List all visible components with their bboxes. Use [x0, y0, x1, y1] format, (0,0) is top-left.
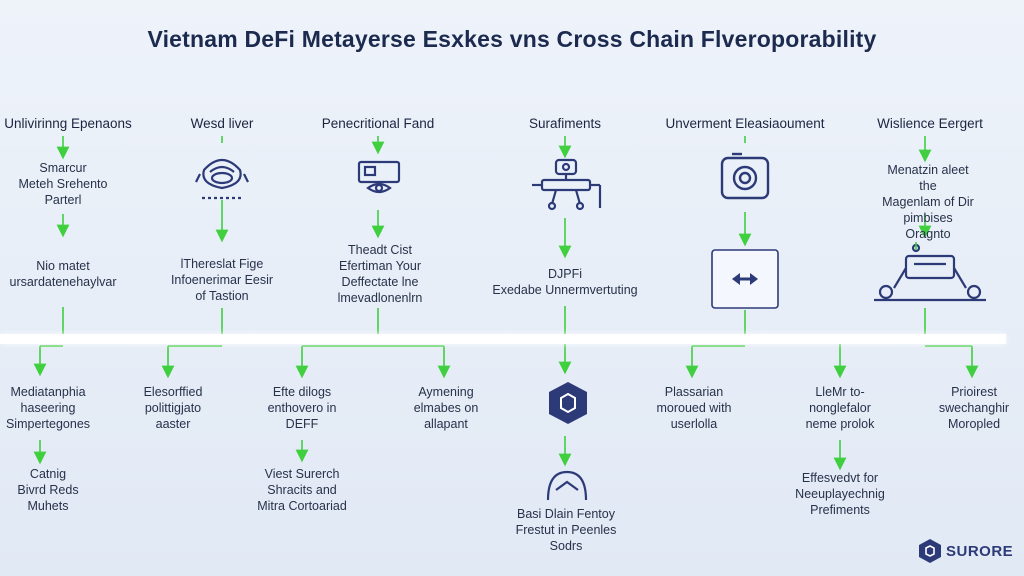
arch-icon	[546, 470, 588, 501]
bottom-item-3b: Viest Surerch Shracits and Mitra Cortoar…	[257, 467, 347, 513]
col4-desc: DJPFi Exedabe Unnermvertuting	[492, 267, 638, 297]
bottom-item-7b: Effesvedvt for Neeuplayechnig Prefiments	[795, 471, 885, 517]
network-node-icon	[874, 242, 986, 302]
col2-desc: lThereslat Fige Infoenerimar Eesir of Ta…	[170, 257, 274, 303]
header-col-6: Wislience Eergert	[877, 116, 983, 131]
bottom-item-1b: Catnig Bivrd Reds Muhets	[17, 467, 79, 513]
col1-desc-top: Smarcur Meteh Srehento Parterl	[18, 161, 108, 207]
brand-name: SURORE	[946, 542, 1014, 560]
header-col-3: Penecritional Fand	[321, 116, 435, 131]
header-col-5: Unverment Eleasiaoument	[665, 116, 825, 131]
col3-desc: Theadt Cist Efertiman Your Deffectate ln…	[337, 243, 423, 305]
brand-logo: SURORE	[918, 538, 1013, 564]
col6-desc: Menatzin aleet the Magenlam of Dir pimbi…	[882, 163, 974, 241]
camera-icon	[720, 152, 770, 200]
timeline-band	[0, 334, 1006, 344]
bottom-item-8: Prioirest swechanghir Moropled	[938, 385, 1010, 431]
bottom-item-6: Plassarian moroued with userlolla	[656, 385, 732, 431]
header-col-4: Surafiments	[528, 116, 602, 131]
wallet-icon	[357, 160, 401, 194]
robot-arm-icon	[532, 158, 602, 211]
bottom-item-2: Elesorffied polittigjato aaster	[143, 385, 203, 431]
page-title: Vietnam DeFi Metayerse Esxkes vns Cross …	[147, 26, 877, 52]
header-col-2: Wesd liver	[190, 116, 254, 131]
exchange-panel-icon	[711, 249, 779, 309]
header-col-1: Unlivirinng Epenaons	[4, 116, 132, 131]
bottom-item-5: Basi Dlain Fentoy Frestut in Peenles Sod…	[515, 507, 617, 553]
bottom-item-1: Mediatanphia haseering Simpertegones	[5, 385, 91, 431]
hexagon-chain-icon	[549, 382, 587, 424]
bottom-item-7: LleMr to- nonglefalor neme prolok	[805, 385, 875, 431]
bottom-item-3: Efte dilogs enthovero in DEFF	[267, 385, 337, 431]
col1-desc-mid: Nio matet ursardatenehaylvar	[9, 259, 117, 289]
bottom-item-4: Aymening elmabes on allapant	[413, 385, 479, 431]
device-mask-icon	[195, 158, 249, 200]
brand-hexagon-icon	[919, 539, 941, 563]
